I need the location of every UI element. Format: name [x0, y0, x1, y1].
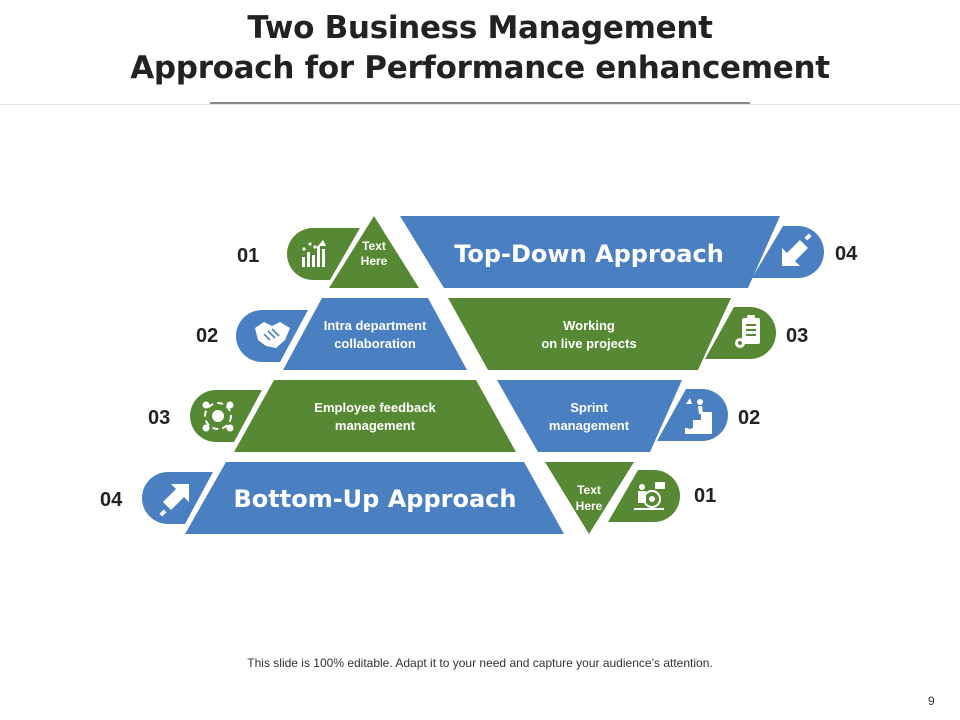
right-number-04: 04 [835, 243, 858, 265]
left-number-01: 01 [237, 245, 259, 267]
left-label-01-line1: Text [362, 239, 386, 253]
left-label-01-line2: Here [361, 254, 388, 268]
right-shape-02 [497, 380, 682, 452]
arrow-up-right-icon [159, 484, 189, 517]
clipboard-gear-icon [735, 315, 760, 348]
right-label-03-line2: on live projects [541, 336, 636, 351]
header-divider [0, 104, 960, 105]
left-label-02-line2: collaboration [334, 336, 416, 351]
arrow-down-left-icon [782, 233, 812, 266]
bar-chart-growth-icon [302, 240, 326, 267]
left-number-03: 03 [148, 407, 170, 429]
person-target-icon [634, 482, 665, 510]
right-number-03: 03 [786, 325, 808, 347]
right-label-01-line2: Here [576, 499, 603, 513]
climbing-stairs-icon [685, 398, 712, 434]
right-label-02-line2: management [549, 418, 630, 433]
right-number-02: 02 [738, 407, 760, 429]
left-shape-02 [283, 298, 467, 370]
page-number: 9 [928, 694, 935, 708]
left-number-02: 02 [196, 325, 218, 347]
bottom-up-approach-shape [185, 462, 564, 534]
handshake-icon [255, 322, 290, 348]
left-shape-03 [234, 380, 516, 452]
right-label-02-line1: Sprint [570, 400, 608, 415]
left-label-03-line1: Employee feedback [314, 400, 436, 415]
title-line-2: Approach for Performance enhancement [130, 50, 830, 86]
left-shape-01 [329, 216, 419, 288]
right-shape-01 [545, 462, 634, 534]
right-shape-03 [448, 298, 731, 370]
title-line-1: Two Business Management [247, 10, 713, 46]
right-number-01: 01 [694, 485, 716, 507]
footer-note: This slide is 100% editable. Adapt it to… [247, 656, 713, 670]
title-underline [210, 102, 750, 104]
top-down-approach-label: Top-Down Approach [454, 240, 724, 268]
bottom-up-approach-label: Bottom-Up Approach [234, 485, 517, 513]
top-down-approach-shape [400, 216, 780, 288]
left-number-04: 04 [100, 489, 123, 511]
right-label-03-line1: Working [563, 318, 615, 333]
left-label-02-line1: Intra department [324, 318, 427, 333]
right-label-01-line1: Text [577, 483, 601, 497]
slide-title: Two Business Management Approach for Per… [0, 8, 960, 88]
feedback-cycle-icon [202, 401, 234, 432]
left-label-03-line2: management [335, 418, 416, 433]
